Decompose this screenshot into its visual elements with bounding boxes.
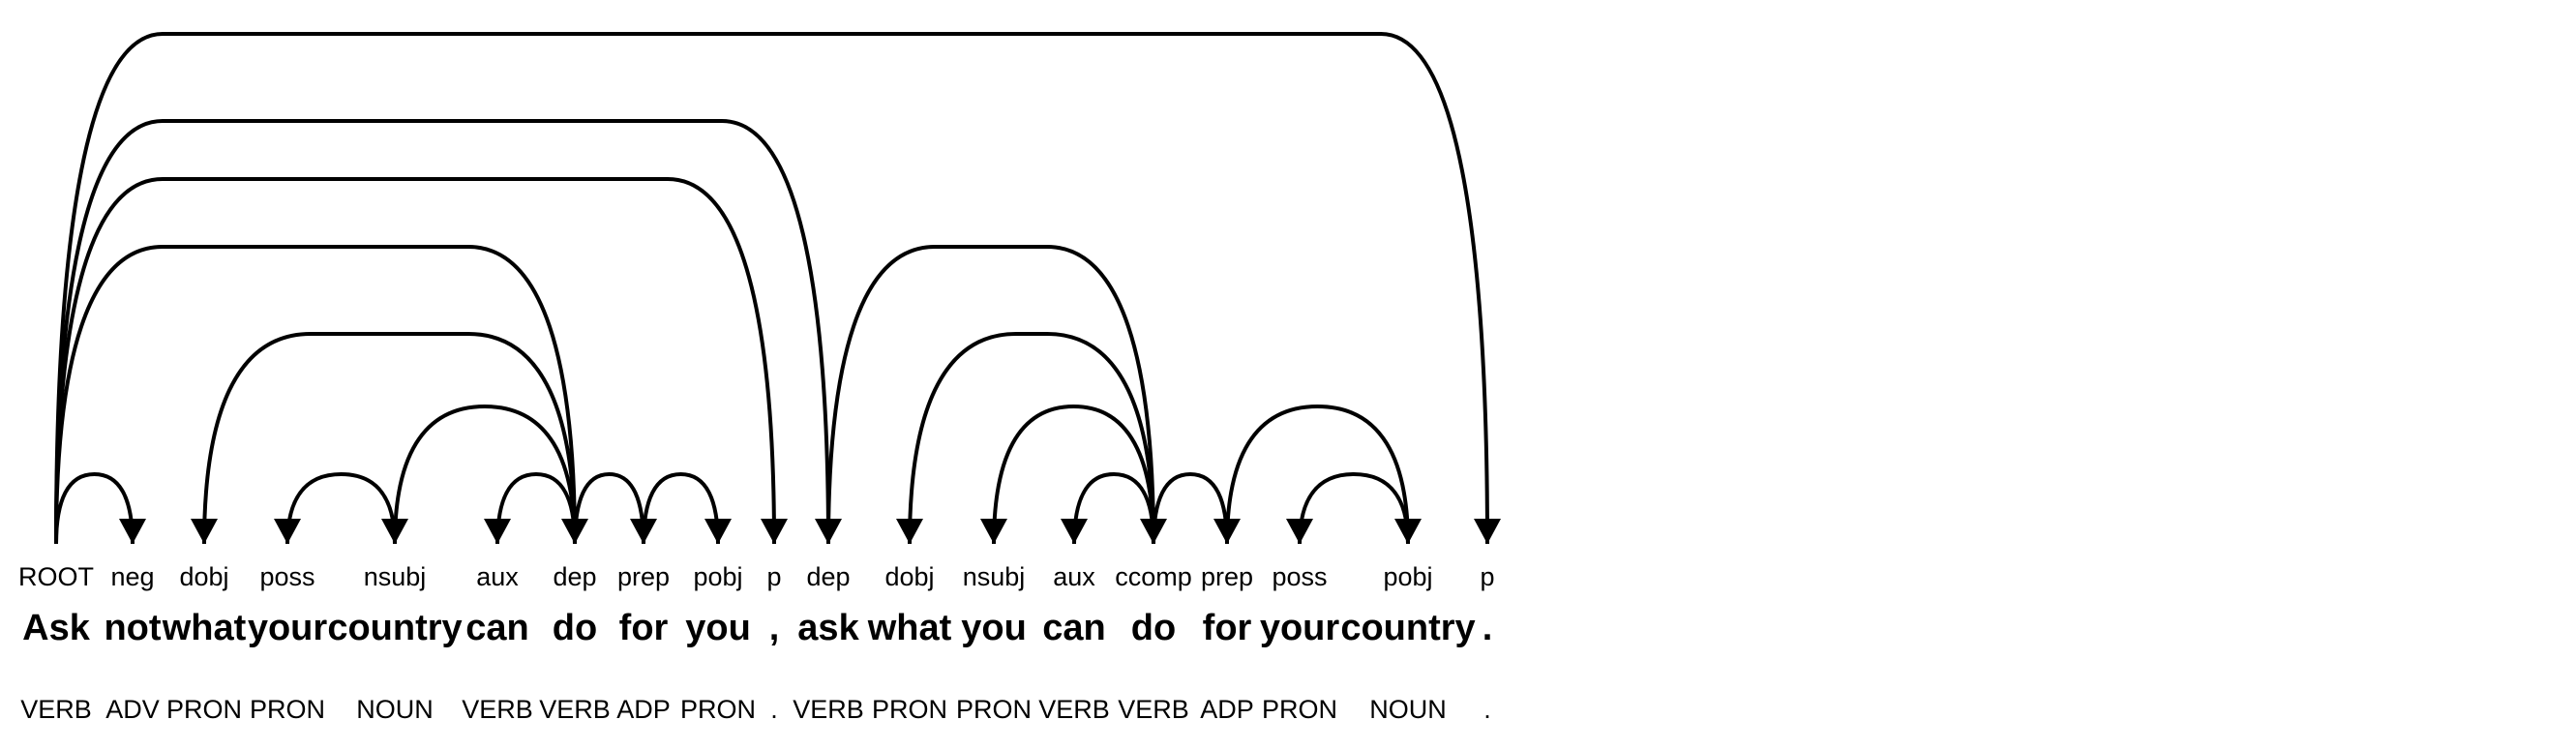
word-token[interactable]: , (768, 608, 780, 648)
dependency-label: ROOT (18, 562, 94, 591)
word-token[interactable]: for (618, 608, 669, 648)
dependency-label: prep (616, 562, 671, 591)
pos-tag: PRON (679, 695, 757, 724)
dependency-arc (573, 471, 645, 545)
dependency-label: dobj (884, 562, 935, 591)
word-token[interactable]: you (961, 608, 1027, 648)
pos-tag: VERB (462, 695, 533, 724)
word-token[interactable]: Ask (22, 608, 90, 648)
word-token[interactable]: country (1340, 608, 1476, 648)
arrowhead (1286, 519, 1313, 544)
pos-tag: PRON (165, 695, 243, 724)
dependency-arc (908, 332, 1155, 545)
arrowhead (1394, 519, 1422, 544)
pos-tag: ADP (1200, 695, 1254, 724)
word-token[interactable]: your (1259, 608, 1340, 648)
pos-tag: VERB (539, 695, 611, 724)
word-token[interactable]: do (552, 608, 598, 648)
word-token[interactable]: what (162, 608, 247, 648)
pos-tag: NOUN (356, 695, 434, 724)
word-token[interactable]: what (867, 608, 952, 648)
arrowhead (761, 519, 788, 544)
arrowhead (1474, 519, 1501, 544)
dependency-arc (393, 404, 577, 545)
dependency-label: aux (476, 562, 519, 591)
dependency-label: dep (806, 562, 851, 591)
pos-tag: PRON (249, 695, 326, 724)
dependency-arc (992, 404, 1155, 545)
dependency-label: dep (553, 562, 597, 591)
arrowhead (896, 519, 923, 544)
arrowhead (1061, 519, 1088, 544)
arrowhead (381, 519, 408, 544)
pos-tag: VERB (1038, 695, 1110, 724)
word-token[interactable]: not (104, 608, 162, 648)
word-token[interactable]: for (1202, 608, 1252, 648)
arrowhead (274, 519, 301, 544)
dependency-arc (54, 32, 1489, 545)
word-token[interactable]: do (1130, 608, 1177, 648)
dependency-arc (54, 471, 135, 545)
word-token[interactable]: you (685, 608, 751, 648)
pos-tag: . (1483, 695, 1491, 724)
pos-tag: PRON (1261, 695, 1338, 724)
pos-tag: VERB (1118, 695, 1189, 724)
dependency-arc (54, 119, 830, 545)
dependency-label: aux (1053, 562, 1095, 591)
dependency-label: ccomp (1115, 562, 1192, 591)
dependency-arc (1225, 404, 1410, 545)
dependency-label: nsubj (962, 562, 1026, 591)
pos-tag: VERB (20, 695, 92, 724)
dependency-label: poss (259, 562, 315, 591)
dependency-arc (54, 245, 577, 545)
word-token[interactable]: . (1482, 608, 1493, 648)
dependency-label: prep (1200, 562, 1254, 591)
dependency-arc (1072, 471, 1155, 545)
dependency-arc (54, 177, 776, 545)
word-token[interactable]: can (1042, 608, 1106, 648)
pos-tag: . (770, 695, 778, 724)
pos-tag: PRON (955, 695, 1033, 724)
pos-tag: ADV (105, 695, 160, 724)
dependency-arc (285, 471, 397, 545)
arrowhead (484, 519, 511, 544)
arrowhead (980, 519, 1007, 544)
dependency-arc (495, 471, 577, 545)
pos-tag: NOUN (1369, 695, 1447, 724)
pos-tag: VERB (793, 695, 864, 724)
dependency-arc (1152, 471, 1229, 545)
dependency-arc (642, 471, 720, 545)
dependency-label: neg (110, 562, 155, 591)
word-token[interactable]: can (465, 608, 529, 648)
dependency-arc (202, 332, 577, 545)
arrowhead (191, 519, 218, 544)
dependency-label: nsubj (363, 562, 427, 591)
dependency-arc (1298, 471, 1410, 545)
arrowhead (704, 519, 732, 544)
arrowhead (119, 519, 146, 544)
word-token[interactable]: ask (797, 608, 859, 648)
pos-tag: ADP (616, 695, 671, 724)
dependency-arc (826, 245, 1155, 545)
dependency-label: p (1480, 562, 1495, 591)
word-token[interactable]: country (327, 608, 463, 648)
dependency-label: p (766, 562, 782, 591)
dependency-label: pobj (1383, 562, 1433, 591)
dependency-label: dobj (179, 562, 229, 591)
pos-tag: PRON (871, 695, 948, 724)
dependency-label: pobj (693, 562, 743, 591)
dependency-label: poss (1272, 562, 1328, 591)
word-token[interactable]: your (247, 608, 328, 648)
